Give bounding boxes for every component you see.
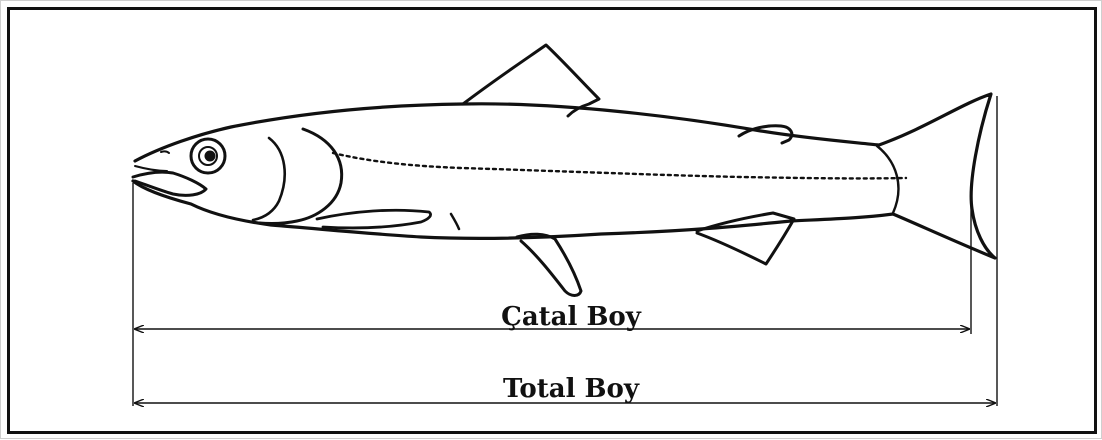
fish-mouth [133,172,206,195]
fish-illustration [133,45,995,296]
total-length-label: Total Boy [503,374,640,404]
mouth-line [135,166,167,171]
gill-cover [253,138,285,220]
fish-body [133,94,995,258]
pelvic-fin [517,234,581,295]
fork-length-label: Çatal Boy [501,302,642,332]
pectoral-fin [317,210,431,228]
belly-mark [451,214,459,229]
fish-eye [191,139,225,173]
lateral-line [333,153,906,178]
nostril [161,151,169,153]
